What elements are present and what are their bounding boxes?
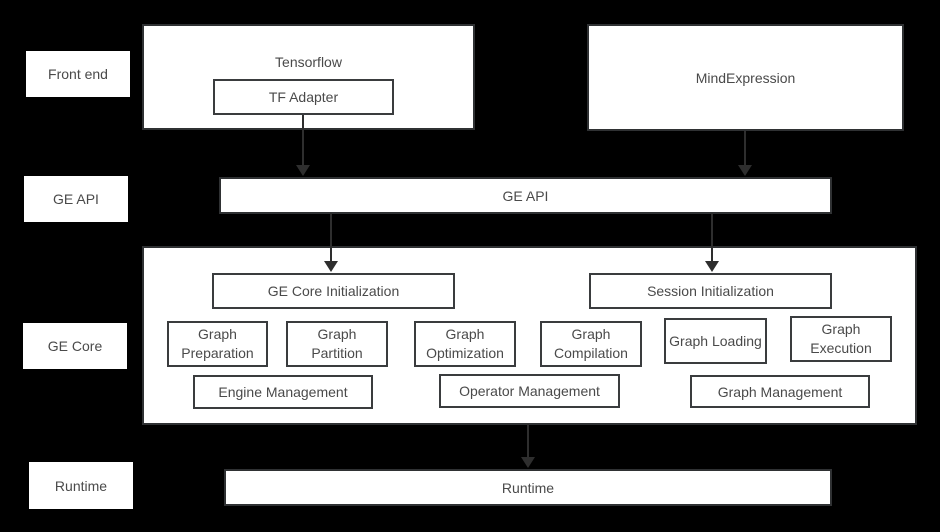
layer-label-runtime: Runtime [29,462,133,509]
tensorflow-label: Tensorflow [275,54,342,70]
arrow-ge-core-to-runtime [521,424,535,468]
graph-management-box: Graph Management [690,375,870,408]
module-graph-partition: Graph Partition [286,321,388,367]
layer-label-ge-api: GE API [24,176,128,222]
operator-management-box: Operator Management [439,374,620,408]
module-graph-execution: Graph Execution [790,316,892,362]
arrow-ge-api-to-session-initialization [705,213,719,272]
ge-core-initialization-box: GE Core Initialization [212,273,455,309]
session-initialization-box: Session Initialization [589,273,832,309]
module-graph-compilation: Graph Compilation [540,321,642,367]
arrow-mindexpression-to-ge-api [738,131,752,176]
module-graph-optimization: Graph Optimization [414,321,516,367]
ge-api-bar: GE API [219,177,832,214]
module-graph-preparation: Graph Preparation [167,321,268,367]
tf-adapter-box: TF Adapter [213,79,394,115]
layer-label-ge-core: GE Core [23,323,127,369]
arrow-ge-api-to-ge-core-initialization [324,213,338,272]
arrow-tf-adapter-to-ge-api [296,115,310,176]
runtime-bar: Runtime [224,469,832,506]
module-graph-loading: Graph Loading [664,318,767,364]
layer-label-front-end: Front end [26,51,130,97]
mindexpression-box: MindExpression [587,24,904,131]
engine-management-box: Engine Management [193,375,373,409]
